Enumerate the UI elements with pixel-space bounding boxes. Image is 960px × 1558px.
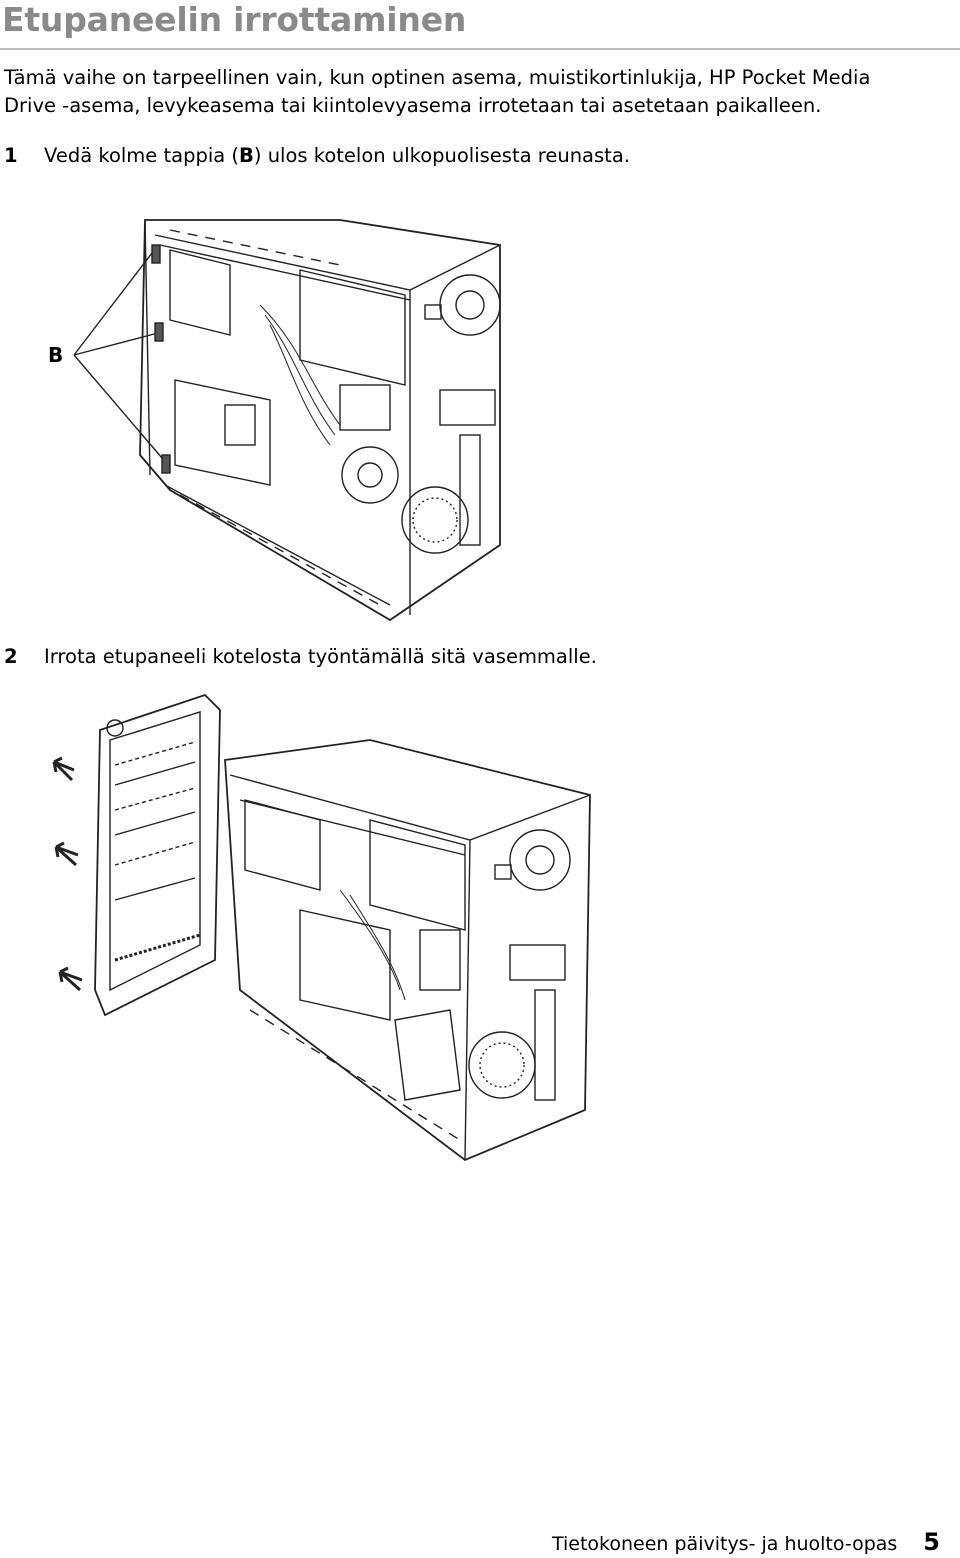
step-2-number: 2 [4, 645, 18, 668]
front-panel [94, 693, 221, 1017]
step-1-text-bold: B [239, 144, 254, 167]
step-1-text-after: ) ulos kotelon ulkopuolisesta reunasta. [253, 144, 630, 167]
footer-page-number: 5 [923, 1528, 940, 1556]
intro-line-1: Tämä vaihe on tarpeellinen vain, kun opt… [4, 66, 871, 89]
step-2: 2 Irrota etupaneeli kotelosta työntämällä… [4, 643, 597, 671]
figure-case-tabs: B [48, 219, 501, 622]
arrow-left-icon [54, 841, 79, 867]
intro-paragraph: Tämä vaihe on tarpeellinen vain, kun opt… [4, 64, 954, 120]
figure-front-panel-removal [52, 693, 591, 1162]
callout-b-label: B [48, 343, 63, 367]
intro-line-2: Drive -asema, levykeasema tai kiintolevy… [4, 94, 822, 117]
step-1-text-before: Vedä kolme tappia ( [44, 144, 240, 167]
step-1-number: 1 [4, 144, 18, 167]
page-title: Etupaneelin irrottaminen [2, 0, 467, 39]
arrow-left-icon [52, 756, 75, 782]
step-2-text: Irrota etupaneeli kotelosta työntämällä … [44, 645, 597, 668]
page-footer: Tietokoneen päivitys- ja huolto-opas 5 [552, 1528, 940, 1556]
callout-line-top [73, 252, 153, 356]
arrow-left-icon [58, 966, 83, 992]
case-body [224, 739, 591, 1162]
callout-line-bottom [73, 354, 169, 466]
callout-line-mid [73, 332, 159, 356]
step-1: 1 Vedä kolme tappia (B) ulos kotelon ulko… [4, 142, 630, 170]
footer-guide-title: Tietokoneen päivitys- ja huolto-opas [551, 1533, 898, 1555]
title-underline [0, 48, 960, 50]
